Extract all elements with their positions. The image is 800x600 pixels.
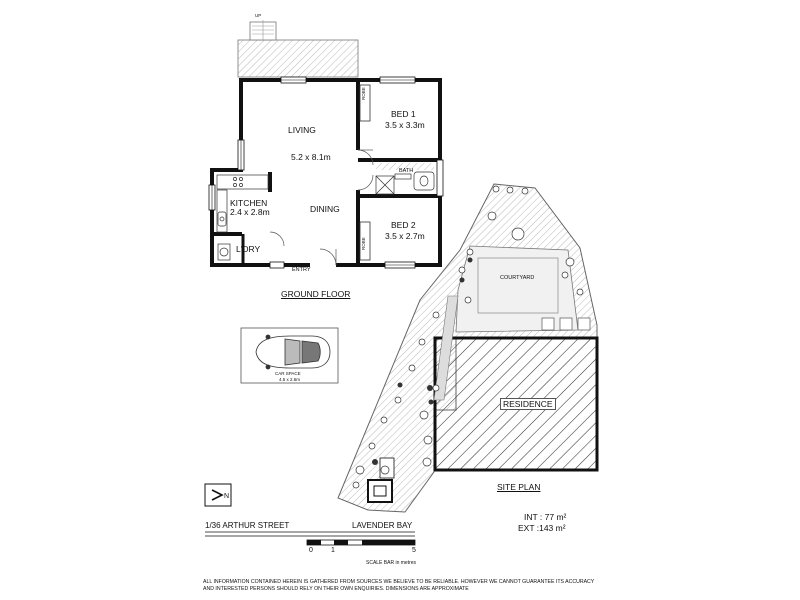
laundry-label: L'DRY xyxy=(236,244,261,254)
garden-plants xyxy=(352,185,584,489)
disclaimer-line-1: ALL INFORMATION CONTAINED HEREIN IS GATH… xyxy=(203,579,595,585)
bed2-label: BED 2 xyxy=(391,220,416,230)
courtyard-area xyxy=(455,245,579,333)
robe2-label: ROBE xyxy=(361,237,366,250)
bed1-label: BED 1 xyxy=(391,109,416,119)
dining-label: DINING xyxy=(310,204,340,214)
bath-label: BATH xyxy=(399,168,414,174)
site-plan xyxy=(337,183,599,513)
scale-bar xyxy=(306,539,416,546)
living-label: LIVING xyxy=(288,125,316,135)
stair-up-label: UP xyxy=(255,13,262,18)
ground-floor-plan xyxy=(208,20,444,269)
footer-rules xyxy=(205,531,415,537)
car-icon xyxy=(255,334,331,370)
scale-tick-1: 1 xyxy=(331,547,335,554)
car-space-dimensions: 4.5 x 2.6m xyxy=(279,377,301,382)
car-space-label: CAR SPACE xyxy=(275,371,301,376)
svg-text:N: N xyxy=(224,493,229,500)
bed1-dimensions: 3.5 x 3.3m xyxy=(385,120,425,130)
north-point-icon: N xyxy=(204,483,232,507)
residence-label: RESIDENCE xyxy=(500,398,556,410)
street-address: 1/36 ARTHUR STREET xyxy=(205,521,290,530)
site-plan-title: SITE PLAN xyxy=(497,482,541,492)
robe1-label: ROBE xyxy=(361,87,366,100)
bed2-dimensions: 3.5 x 2.7m xyxy=(385,231,425,241)
kitchen-dimensions: 2.4 x 2.8m xyxy=(230,207,270,217)
scale-tick-5: 5 xyxy=(412,547,416,554)
balcony-deck xyxy=(237,39,359,78)
ground-floor-title: GROUND FLOOR xyxy=(281,289,351,299)
kitchen-fixtures xyxy=(216,174,269,261)
kitchen-label: KITCHEN xyxy=(230,198,268,208)
living-dimensions: 5.2 x 8.1m xyxy=(291,152,331,162)
car-space xyxy=(240,327,339,384)
external-area: EXT :143 m² xyxy=(518,523,566,533)
entry-label: ENTRY xyxy=(292,267,311,273)
suburb-label: LAVENDER BAY xyxy=(352,521,413,530)
scale-tick-0: 0 xyxy=(309,547,313,554)
bathroom-fixtures xyxy=(375,171,435,195)
scale-caption: SCALE BAR in metres xyxy=(366,560,417,566)
internal-area: INT : 77 m² xyxy=(524,512,567,522)
planter-box xyxy=(367,457,395,503)
disclaimer-line-2: AND INTERESTED PERSONS SHOULD RELY ON TH… xyxy=(203,586,469,592)
courtyard-label: COURTYARD xyxy=(500,275,535,281)
